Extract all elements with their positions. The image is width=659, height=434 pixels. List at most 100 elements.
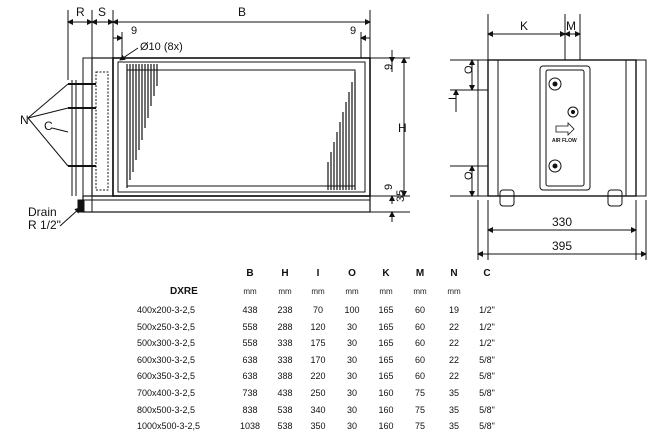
column-header: C [483, 268, 491, 279]
table-cell: 170 [310, 354, 326, 365]
table-cell: 30 [346, 354, 358, 365]
c-label: C [44, 119, 53, 133]
dim-h-label: H [398, 121, 407, 135]
table-cell: 5/8" [479, 388, 495, 398]
table-cell: 238 [277, 305, 293, 315]
dim-b-label: B [238, 5, 246, 19]
table-cell: 1/2" [479, 338, 495, 349]
table-cell: 19 [448, 305, 460, 315]
column-header: B [246, 268, 254, 279]
row-model: 500x300-3-2,5 [137, 338, 196, 349]
drain-label: Drain [28, 205, 57, 219]
row-model: 700x400-3-2,5 [137, 388, 196, 398]
table-cell: 1/2" [479, 305, 495, 315]
table-cell: 288 [277, 321, 293, 332]
table-cell: 438 [277, 388, 293, 398]
table-cell: 338 [277, 354, 293, 365]
table-cell: 438 [242, 305, 258, 315]
table-cell: 30 [346, 404, 358, 415]
table-cell: 638 [242, 371, 258, 382]
table-cell: 60 [414, 371, 426, 382]
row-model: 800x500-3-2,5 [137, 404, 196, 415]
column-unit: mm [311, 287, 325, 296]
table-cell: 738 [242, 388, 258, 398]
table-cell: 75 [414, 404, 426, 415]
table-cell: 30 [346, 388, 358, 398]
drain-size-label: R 1/2" [28, 218, 61, 232]
column-unit: mm [413, 287, 427, 296]
table-cell: 22 [448, 371, 460, 382]
column-header: H [281, 268, 289, 279]
column-header: K [382, 268, 390, 279]
row-model: 1000x500-3-2,5 [137, 421, 201, 432]
table-cell: 30 [346, 338, 358, 349]
row-model: 600x300-3-2,5 [137, 354, 196, 365]
dim-o-top-label: O [463, 65, 475, 74]
table-cell: 1/2" [479, 321, 495, 332]
table-cell: 338 [277, 338, 293, 349]
column-unit: mm [379, 287, 393, 296]
table-cell: 35 [448, 421, 460, 432]
technical-drawing: R S B 9 9 Ø10 (8x) 9 H 9 35 N C Drain R … [20, 5, 647, 260]
dim-m-label: M [566, 19, 576, 33]
dim-35-label: 35 [395, 190, 407, 202]
table-cell: 75 [414, 388, 426, 398]
column-unit: mm [345, 287, 359, 296]
table-cell: 30 [346, 421, 358, 432]
table-cell: 250 [310, 388, 326, 398]
table-cell: 165 [378, 354, 394, 365]
table-cell: 5/8" [479, 371, 495, 382]
table-cell: 160 [378, 404, 394, 415]
table-cell: 220 [310, 371, 326, 382]
table-cell: 35 [448, 404, 460, 415]
column-unit: mm [278, 287, 292, 296]
table-cell: 5/8" [479, 421, 495, 432]
dim-9-top-left: 9 [131, 25, 137, 37]
table-cell: 100 [344, 305, 360, 315]
table-cell: 558 [242, 321, 258, 332]
table-cell: 22 [448, 354, 460, 365]
table-cell: 558 [242, 338, 258, 349]
table-cell: 60 [414, 354, 426, 365]
table-cell: 638 [242, 354, 258, 365]
table-cell: 538 [277, 404, 293, 415]
column-header: N [450, 268, 458, 279]
table-cell: 340 [310, 404, 326, 415]
dim-9-right-bottom: 9 [383, 184, 395, 190]
n-label: N [20, 113, 29, 127]
column-unit: mm [447, 287, 461, 296]
dim-o-bottom-label: O [463, 171, 475, 180]
table-cell: 165 [378, 371, 394, 382]
column-header: O [348, 268, 356, 279]
table-cell: 60 [414, 321, 426, 332]
dim-9-right-top: 9 [383, 64, 395, 70]
dim-330-label: 330 [552, 215, 572, 229]
model-header: DXRE [170, 286, 198, 297]
row-model: 600x350-3-2,5 [137, 371, 196, 382]
dim-k-label: K [520, 19, 528, 33]
table-cell: 5/8" [479, 354, 495, 365]
dim-395-label: 395 [552, 239, 572, 253]
column-header: I [316, 268, 320, 279]
table-cell: 160 [378, 421, 394, 432]
table-cell: 30 [346, 371, 358, 382]
column-header: M [415, 268, 425, 279]
table-cell: 5/8" [479, 404, 495, 415]
table-cell: 538 [277, 421, 293, 432]
table-cell: 388 [277, 371, 293, 382]
table-cell: 22 [448, 321, 460, 332]
hole-label: Ø10 (8x) [140, 41, 183, 53]
table-cell: 60 [414, 338, 426, 349]
airflow-label: AIR FLOW [552, 138, 577, 144]
row-model: 500x250-3-2,5 [137, 321, 196, 332]
front-view [450, 14, 647, 260]
table-cell: 838 [242, 404, 258, 415]
table-cell: 60 [414, 305, 426, 315]
table-cell: 35 [448, 388, 460, 398]
table-cell: 120 [310, 321, 326, 332]
table-cell: 160 [378, 388, 394, 398]
table-cell: 22 [448, 338, 460, 349]
table-cell: 175 [310, 338, 326, 349]
column-unit: mm [243, 287, 257, 296]
dim-i-label: I [447, 97, 459, 100]
